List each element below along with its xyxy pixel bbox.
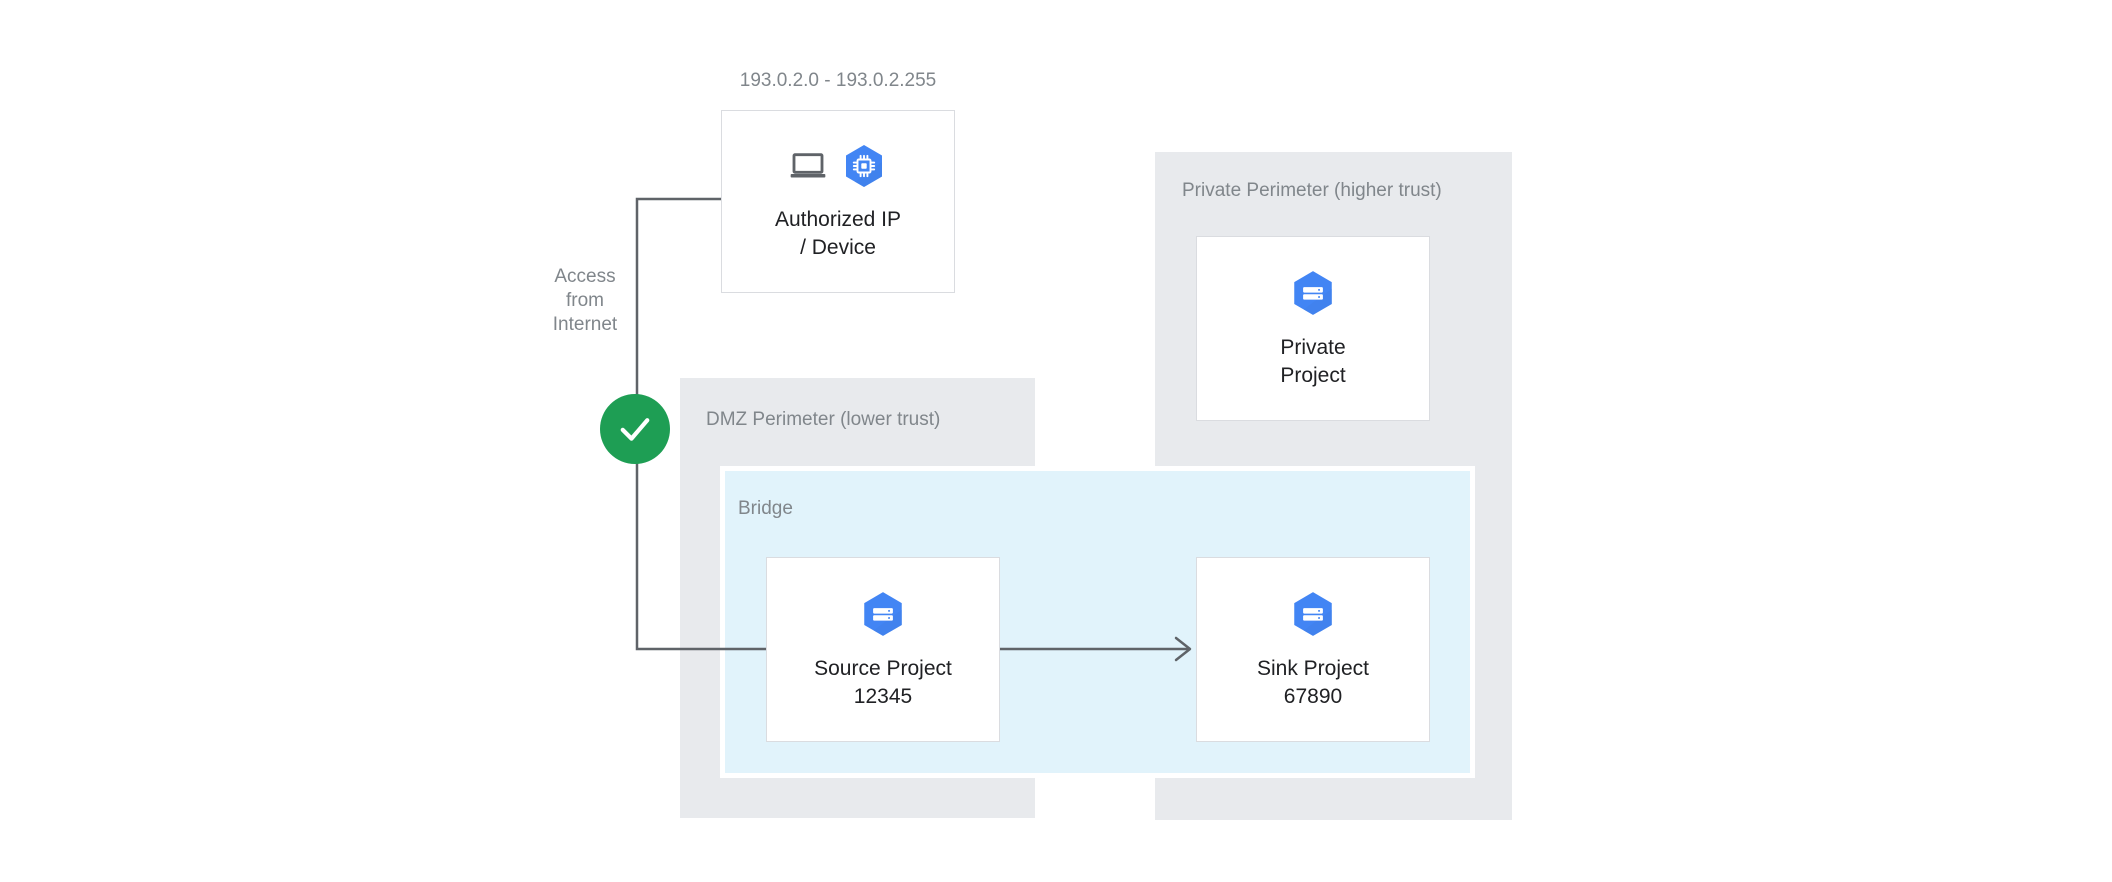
- node-icon-group: [1288, 589, 1338, 639]
- project-hexagon-icon: [1294, 270, 1332, 315]
- cpu-hexagon-icon: [846, 144, 882, 187]
- ip-range-caption: 193.0.2.0 - 193.0.2.255: [739, 70, 937, 91]
- node-authorized-ip-device[interactable]: Authorized IP / Device: [721, 110, 955, 293]
- laptop-icon: [790, 152, 826, 177]
- access-from-internet-label: Access from Internet: [552, 266, 618, 335]
- project-hexagon-icon: [1294, 591, 1332, 636]
- perimeter-private-label: Private Perimeter (higher trust): [1182, 180, 1442, 201]
- access-allowed-badge: [600, 394, 670, 464]
- node-source-project[interactable]: Source Project 12345: [766, 557, 1000, 742]
- perimeter-dmz-label: DMZ Perimeter (lower trust): [706, 409, 941, 430]
- node-label-sink-project: Sink Project 67890: [1256, 656, 1370, 708]
- bridge-label: Bridge: [738, 498, 793, 519]
- node-icon-group: [858, 589, 908, 639]
- node-sink-project[interactable]: Sink Project 67890: [1196, 557, 1430, 742]
- node-label-private-project: Private Project: [1280, 335, 1346, 387]
- node-label-source-project: Source Project 12345: [814, 656, 952, 708]
- project-hexagon-icon: [864, 591, 902, 636]
- check-icon: [620, 418, 650, 441]
- node-icon-group: [788, 142, 888, 190]
- node-private-project[interactable]: Private Project: [1196, 236, 1430, 421]
- node-label-authorized-ip-device: Authorized IP / Device: [774, 207, 902, 259]
- node-icon-group: [1288, 268, 1338, 318]
